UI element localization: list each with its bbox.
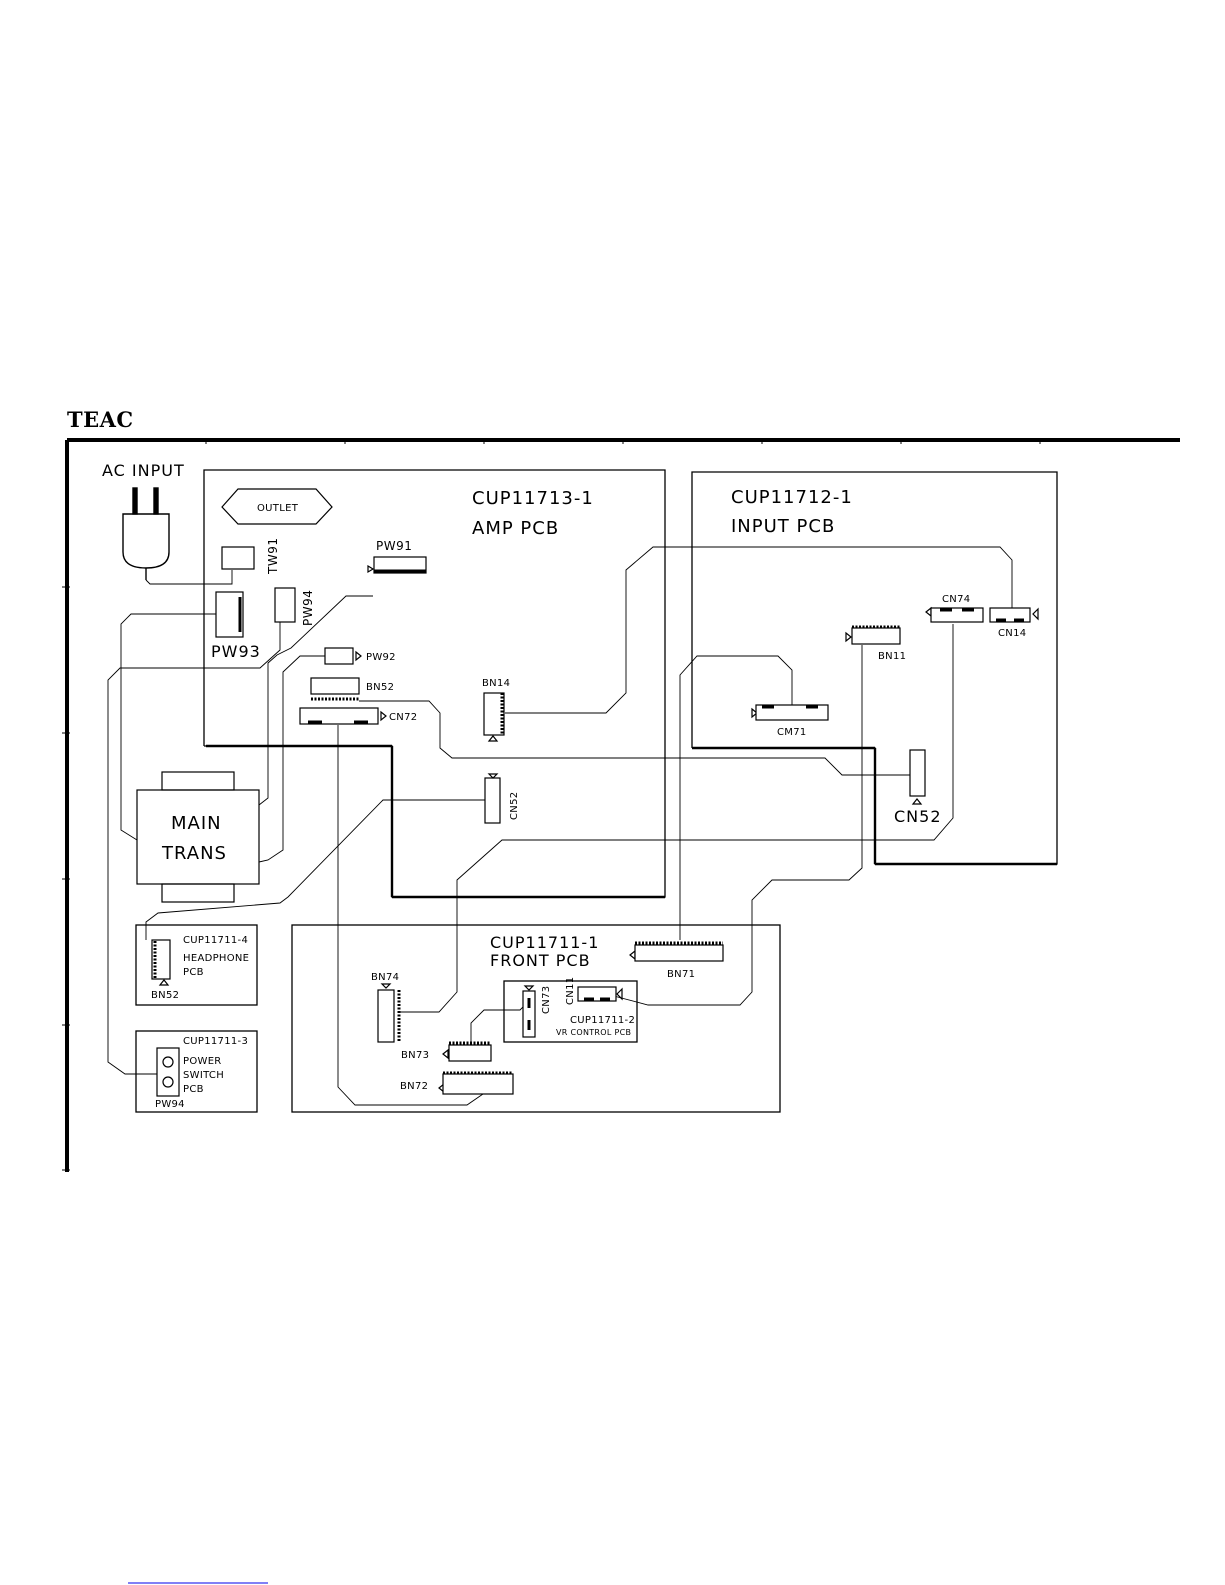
connector-bn14: [484, 693, 504, 741]
connector-cn11: [578, 987, 622, 1001]
connector-pw94-amp: [275, 588, 295, 622]
connector-pw92-label: PW92: [366, 652, 396, 663]
front-pcb-name: FRONT PCB: [490, 951, 591, 970]
headphone-pcb-label-line1: HEADPHONE: [183, 953, 249, 964]
power-switch-pcb-label-line3: PCB: [183, 1084, 204, 1095]
wire-bn71-cm71: [680, 656, 792, 940]
wire-bn14-cn14: [505, 547, 1012, 713]
connector-bn14-label: BN14: [482, 678, 510, 689]
connector-bn11: [846, 627, 900, 644]
connector-tw91-label: TW91: [266, 538, 280, 575]
connector-bn74: [378, 984, 399, 1042]
connector-bn52-amp: [311, 678, 359, 699]
amp-pcb-outline: [204, 470, 665, 897]
main-transformer-label-line1: MAIN: [171, 813, 222, 834]
connector-bn52-headphone: [152, 940, 170, 985]
connector-bn11-label: BN11: [878, 651, 906, 662]
connector-cn52-input-label: CN52: [894, 807, 942, 826]
power-switch-pcb-label-line2: SWITCH: [183, 1070, 224, 1081]
input-pcb-part-number: CUP11712-1: [731, 487, 853, 508]
connector-cm71-label: CM71: [777, 727, 807, 738]
headphone-pcb-label-line2: PCB: [183, 967, 204, 978]
wire-bn73-cn73: [471, 1002, 528, 1043]
connector-cn72: [300, 708, 386, 724]
ac-plug-icon: [123, 488, 169, 580]
connector-pw93-label: PW93: [211, 642, 261, 661]
connector-bn71-label: BN71: [667, 969, 695, 980]
headphone-pcb-part-number: CUP11711-4: [183, 935, 248, 946]
connector-cn52-input: [910, 750, 925, 804]
main-transformer-icon: [137, 772, 259, 902]
connector-bn72: [439, 1073, 513, 1094]
connector-bn74-label: BN74: [371, 972, 399, 983]
connector-cn74-label: CN74: [942, 594, 970, 605]
wire-tw91-ac-plug: [146, 570, 232, 584]
main-transformer-label-line2: TRANS: [161, 843, 227, 864]
connector-cn52-amp: [485, 774, 500, 823]
connector-pw93: [216, 592, 243, 637]
connector-cn73: [523, 986, 535, 1037]
outlet-label: OUTLET: [257, 503, 299, 514]
connector-cn14-label: CN14: [998, 628, 1026, 639]
teac-logo: TEAC: [67, 407, 134, 432]
connector-cn73-label: CN73: [541, 986, 552, 1014]
power-switch-pcb-part-number: CUP11711-3: [183, 1036, 248, 1047]
connector-pw91: [368, 557, 426, 573]
connector-cn11-label: CN11: [565, 977, 576, 1005]
input-pcb-name: INPUT PCB: [731, 516, 835, 537]
vr-control-pcb-part-number: CUP11711-2: [570, 1015, 635, 1026]
vr-control-pcb-name: VR CONTROL PCB: [556, 1028, 631, 1037]
connector-pw94-amp-label: PW94: [301, 590, 315, 626]
connector-pw91-label: PW91: [376, 539, 412, 553]
front-pcb-part-number: CUP11711-1: [490, 933, 599, 952]
connector-cn72-label: CN72: [389, 712, 417, 723]
connector-bn52-amp-label: BN52: [366, 682, 394, 693]
connector-cn52-amp-label: CN52: [509, 792, 520, 820]
connector-bn72-label: BN72: [400, 1081, 428, 1092]
amp-pcb-name: AMP PCB: [472, 518, 559, 539]
power-switch-pcb-label-line1: POWER: [183, 1056, 222, 1067]
connector-cm71: [752, 705, 828, 720]
connector-cn14: [990, 608, 1038, 622]
wire-pw93-transformer: [121, 614, 216, 840]
connector-bn71: [630, 943, 723, 961]
connector-pw94-switch-label: PW94: [155, 1099, 185, 1110]
connector-bn52-headphone-label: BN52: [151, 990, 179, 1001]
ac-input-label: AC INPUT: [102, 461, 185, 480]
connector-bn73: [443, 1043, 491, 1061]
amp-pcb-part-number: CUP11713-1: [472, 488, 594, 509]
connector-pw94-switch: [157, 1048, 179, 1096]
connector-tw91: [222, 547, 254, 569]
connector-cn74: [926, 608, 983, 622]
connector-bn73-label: BN73: [401, 1050, 429, 1061]
connector-pw92: [325, 648, 361, 664]
